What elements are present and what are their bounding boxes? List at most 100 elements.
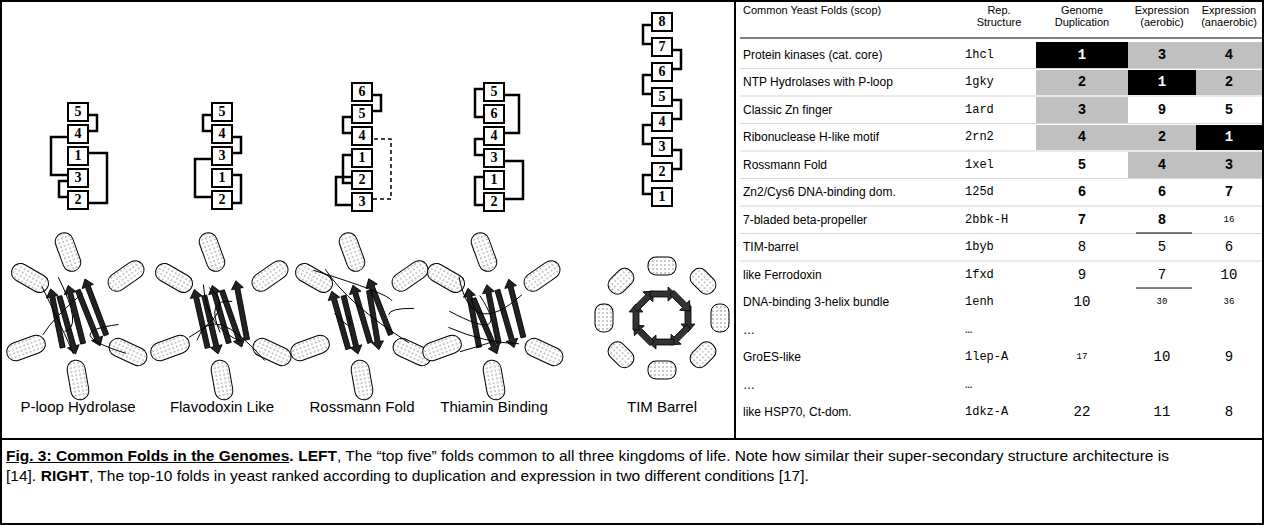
rank-number: 4 <box>1078 129 1086 145</box>
strand-number: 3 <box>491 151 498 165</box>
helix <box>248 257 291 295</box>
table-cell: 3 <box>1196 152 1262 178</box>
fold-cell: … <box>740 323 755 337</box>
loop <box>43 293 83 335</box>
strand-number: 4 <box>359 129 366 143</box>
table-cell: 1gky <box>962 70 1036 96</box>
rank-number: 16 <box>1224 215 1235 225</box>
strand-connector <box>89 115 97 131</box>
table-cell: 7 <box>1196 180 1262 206</box>
strand-connector <box>195 159 211 197</box>
loop <box>460 342 491 352</box>
rank-number: 9 <box>1225 349 1233 365</box>
strand-box: 2 <box>351 170 373 190</box>
strand-box: 4 <box>351 126 373 146</box>
table-cell: Zn2/Cys6 DNA-binding dom. <box>740 180 962 206</box>
rank-number: 6 <box>1158 184 1166 200</box>
strand-connector <box>336 177 351 205</box>
table-cell: 11 <box>1128 400 1196 426</box>
table-cell: Protein kinases (cat. core) <box>740 42 962 68</box>
table-cell: 1enh <box>962 290 1036 316</box>
strand-number: 1 <box>659 190 666 204</box>
strand-box: 2 <box>483 192 505 212</box>
rank-number: 7 <box>1158 267 1166 283</box>
row-rule <box>740 261 1262 262</box>
rank-number: 1 <box>1158 74 1166 90</box>
header-rule <box>740 38 1262 39</box>
strand-connector <box>643 175 651 194</box>
table-header: Rep. Structure <box>965 4 1033 28</box>
table-cell: 1 <box>1128 70 1196 96</box>
fold-cell: 7-bladed beta-propeller <box>740 213 867 227</box>
table-cell: 125d <box>962 180 1036 206</box>
fold-ribbon <box>595 257 729 379</box>
row-rule <box>740 96 1262 97</box>
fold-cell: Classic Zn finger <box>740 103 832 117</box>
strand-number: 6 <box>359 85 366 99</box>
strand-box: 5 <box>483 82 505 102</box>
rank-number: 10 <box>1074 294 1091 310</box>
rank-number: 3 <box>1078 102 1086 118</box>
strand-number: 5 <box>359 107 366 121</box>
helix <box>104 257 147 295</box>
table-cell: 7 <box>1128 262 1196 288</box>
strand-connector <box>673 50 681 69</box>
pdb-code: 1xel <box>962 158 994 172</box>
rank-number: 3 <box>1225 157 1233 173</box>
rank-number: 6 <box>1225 239 1233 255</box>
strand-number: 1 <box>491 173 498 187</box>
table-cell: 6 <box>1196 235 1262 261</box>
strand-connector <box>89 153 107 203</box>
rank-number: 2 <box>1078 74 1086 90</box>
fold-ribbon <box>420 230 566 401</box>
table-cell: … <box>740 317 962 343</box>
caption-text: , The top-10 folds in yeast ranked accor… <box>89 467 809 484</box>
rank-number: 8 <box>1225 404 1233 420</box>
row-rule <box>740 178 1262 179</box>
table-cell: like HSP70, Ct-dom. <box>740 400 962 426</box>
loop <box>335 314 351 326</box>
strand-connector <box>673 150 681 169</box>
loop <box>90 324 126 353</box>
strand-number: 2 <box>219 193 226 207</box>
strand-box: 8 <box>651 12 673 32</box>
loop <box>313 270 392 301</box>
rank-number: 10 <box>1221 267 1238 283</box>
table-cell: 6 <box>1036 180 1128 206</box>
strand-box: 1 <box>483 170 505 190</box>
strand-connector <box>373 95 381 111</box>
strand-connector <box>343 117 351 133</box>
helix <box>711 304 729 332</box>
rank-number: 7 <box>1225 184 1233 200</box>
helix <box>66 359 91 402</box>
helix <box>605 339 638 372</box>
table-cell: 5 <box>1128 235 1196 261</box>
helix <box>469 230 500 274</box>
table-cell: TIM-barrel <box>740 235 962 261</box>
strand-number: 4 <box>219 127 226 141</box>
pdb-code: 1hcl <box>962 48 994 62</box>
fold-cell: like Ferrodoxin <box>740 268 822 282</box>
rank-number: 3 <box>1158 47 1166 63</box>
strand-number: 3 <box>75 171 82 185</box>
pdb-code: 2bbk-H <box>962 213 1008 227</box>
table-cell: 9 <box>1196 345 1262 371</box>
strand-number: 7 <box>659 40 666 54</box>
strand-box: 1 <box>67 146 89 166</box>
cell-underline <box>1136 288 1192 289</box>
table-cell: … <box>740 372 962 398</box>
strand-connector <box>233 137 241 153</box>
fold-cell: TIM-barrel <box>740 240 798 254</box>
table-cell: 22 <box>1036 400 1128 426</box>
pdb-code: … <box>962 378 972 392</box>
table-cell: 4 <box>1128 152 1196 178</box>
rank-number: 6 <box>1078 184 1086 200</box>
table-cell: Rossmann Fold <box>740 152 962 178</box>
table-cell: 2 <box>1036 70 1128 96</box>
row-rule <box>740 288 1262 289</box>
caption-border <box>1 439 1263 524</box>
helix <box>424 260 468 296</box>
row-rule <box>740 233 1262 234</box>
strand-arrow <box>326 290 354 351</box>
strand-box: 5 <box>67 102 89 122</box>
